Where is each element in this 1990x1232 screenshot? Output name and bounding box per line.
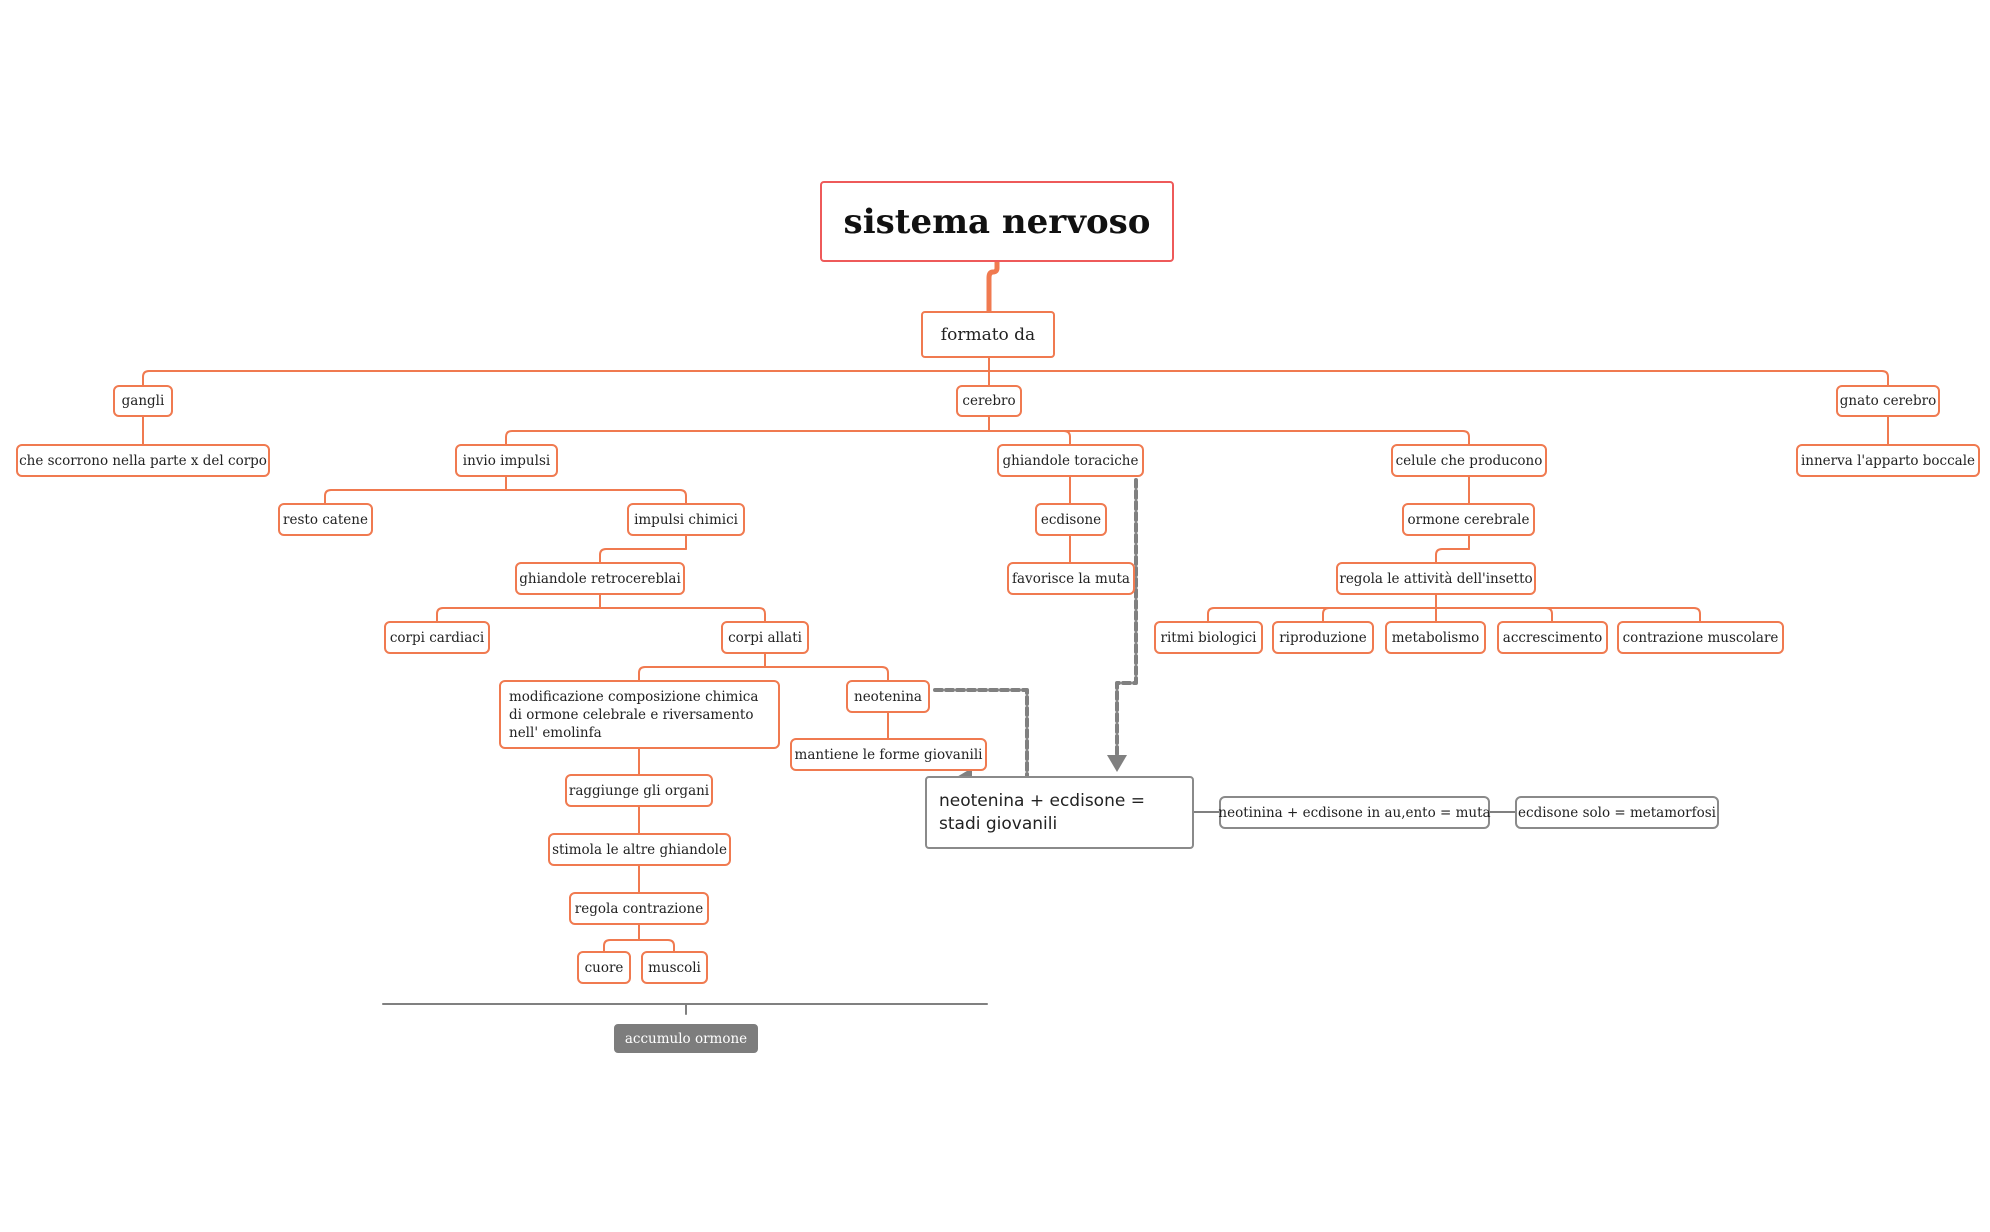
retro-connector-branch xyxy=(436,607,601,622)
topic-resto-catene[interactable]: resto catene xyxy=(278,503,373,536)
topic-corpi-cardiaci[interactable]: corpi cardiaci xyxy=(384,621,490,654)
formato-da-connector-branch xyxy=(142,370,990,386)
contrazione-connector-branch xyxy=(638,939,675,952)
attivita-connector-branch xyxy=(1435,607,1553,622)
topic-regola-attivita[interactable]: regola le attività dell'insetto xyxy=(1336,562,1536,595)
attivita-connector-branch xyxy=(1322,607,1437,622)
topic-cerebro[interactable]: cerebro xyxy=(956,385,1022,417)
topic-cuore[interactable]: cuore xyxy=(577,951,631,984)
topic-stadi-giovanili[interactable]: neotenina + ecdisone = stadi giovanili xyxy=(925,776,1194,849)
topic-muscoli[interactable]: muscoli xyxy=(641,951,708,984)
topic-contrazione-muscolare[interactable]: contrazione muscolare xyxy=(1617,621,1784,654)
topic-gnato-cerebro[interactable]: gnato cerebro xyxy=(1836,385,1940,417)
cerebro-connector-branch xyxy=(988,430,1470,445)
topic-ghiandole-toraciche[interactable]: ghiandole toraciche xyxy=(997,444,1144,477)
topic-gangli-desc[interactable]: che scorrono nella parte x del corpo xyxy=(16,444,270,477)
topic-metabolismo[interactable]: metabolismo xyxy=(1385,621,1486,654)
cerebro-connector-branch xyxy=(505,430,990,445)
topic-sistema-nervoso[interactable]: sistema nervoso xyxy=(820,181,1174,262)
formato-da-connector-branch xyxy=(988,370,1889,386)
summary-accumulo-ormone[interactable]: accumulo ormone xyxy=(614,1024,758,1053)
topic-ghiandole-retrocerebrali[interactable]: ghiandole retrocereblai xyxy=(515,562,685,595)
topic-raggiunge-organi[interactable]: raggiunge gli organi xyxy=(565,774,713,807)
cerebro-connector-branch xyxy=(988,430,1071,445)
attivita-connector-branch xyxy=(1435,607,1701,622)
topic-neotenina[interactable]: neotenina xyxy=(846,680,930,713)
topic-accrescimento[interactable]: accrescimento xyxy=(1497,621,1608,654)
topic-gnato-desc[interactable]: innerva l'apparto boccale xyxy=(1796,444,1980,477)
topic-gangli[interactable]: gangli xyxy=(113,385,173,417)
contrazione-connector-branch xyxy=(603,939,640,952)
relation-arrow-toraciche xyxy=(1115,478,1138,757)
topic-impulsi-chimici[interactable]: impulsi chimici xyxy=(627,503,745,536)
topic-metamorfosi[interactable]: ecdisone solo = metamorfosi xyxy=(1515,796,1719,829)
allati-connector-branch xyxy=(638,666,766,681)
root-connector xyxy=(986,259,1000,314)
allati-connector-branch xyxy=(764,666,889,681)
topic-formato-da[interactable]: formato da xyxy=(921,311,1055,358)
topic-riproduzione[interactable]: riproduzione xyxy=(1272,621,1374,654)
retro-connector-branch xyxy=(599,607,766,622)
topic-celule-producono[interactable]: celule che producono xyxy=(1391,444,1547,477)
invio-connector-branch xyxy=(505,489,687,504)
topic-mantiene-forme[interactable]: mantiene le forme giovanili xyxy=(790,738,987,771)
impulsi-connector-branch xyxy=(599,548,687,563)
ormone-connector-branch xyxy=(1435,548,1470,563)
topic-muta[interactable]: neotinina + ecdisone in au,ento = muta xyxy=(1218,796,1491,829)
attivita-connector-branch xyxy=(1207,607,1437,622)
arrowhead-toraciche xyxy=(1107,755,1127,772)
topic-ecdisone[interactable]: ecdisone xyxy=(1035,503,1107,536)
topic-modificazione[interactable]: modificazione composizione chimica di or… xyxy=(499,680,780,749)
topic-favorisce-muta[interactable]: favorisce la muta xyxy=(1007,562,1135,595)
topic-corpi-allati[interactable]: corpi allati xyxy=(721,621,809,654)
topic-regola-contrazione[interactable]: regola contrazione xyxy=(569,892,709,925)
topic-stimola-ghiandole[interactable]: stimola le altre ghiandole xyxy=(548,833,731,866)
topic-ormone-cerebrale[interactable]: ormone cerebrale xyxy=(1402,503,1535,536)
invio-connector-branch xyxy=(324,489,507,504)
topic-invio-impulsi[interactable]: invio impulsi xyxy=(455,444,558,477)
topic-ritmi-biologici[interactable]: ritmi biologici xyxy=(1154,621,1263,654)
